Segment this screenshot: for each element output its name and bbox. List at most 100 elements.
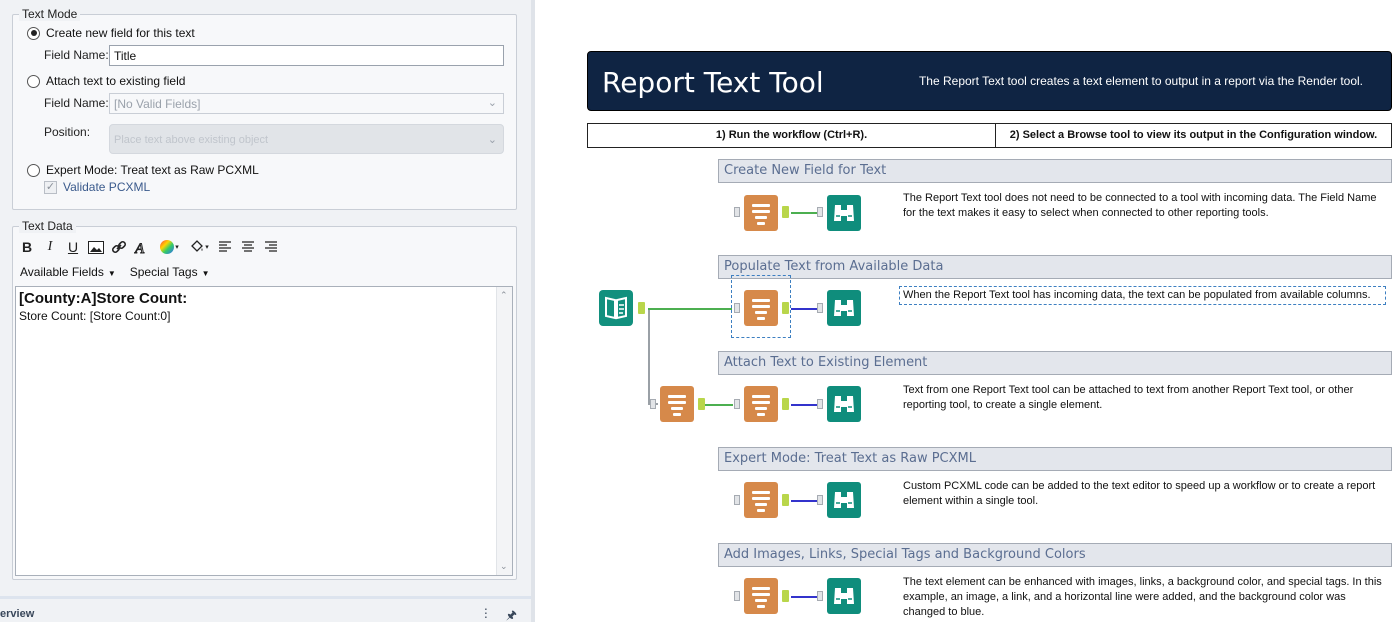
formatting-toolbar: B I U A ▾ ▾ (18, 238, 280, 256)
input-anchor[interactable] (734, 399, 740, 409)
report-text-tool[interactable] (744, 578, 778, 614)
input-anchor[interactable] (734, 591, 740, 601)
scroll-up-icon[interactable]: ⌃ (500, 290, 508, 300)
report-text-tool[interactable] (744, 195, 778, 231)
radio-create-new-label: Create new field for this text (46, 26, 195, 40)
header-title: Report Text Tool (602, 66, 824, 99)
radio-checked-icon[interactable] (27, 26, 40, 40)
color-wheel-icon[interactable]: ▾ (156, 238, 182, 256)
connection-line[interactable] (648, 308, 732, 310)
input-anchor[interactable] (817, 495, 823, 505)
section-title-create-new-field: Create New Field for Text (718, 159, 1392, 183)
attach-field-select[interactable]: [No Valid Fields] ⌄ (109, 93, 504, 114)
align-left-icon[interactable] (216, 238, 234, 256)
font-icon[interactable]: A (133, 238, 151, 256)
section-desc-attach-text: Text from one Report Text tool can be at… (903, 384, 1354, 411)
configuration-panel: Text Mode Create new field for this text… (0, 0, 531, 622)
report-text-tool[interactable] (744, 482, 778, 518)
bold-icon[interactable]: B (21, 239, 33, 255)
available-fields-menu[interactable]: Available Fields▼ (20, 265, 116, 279)
browse-tool[interactable] (827, 195, 861, 231)
header-banner: Report Text Tool The Report Text tool cr… (587, 51, 1392, 111)
editor-line-1: [County:A]Store Count: (19, 290, 188, 307)
input-anchor[interactable] (650, 399, 656, 409)
report-text-tool[interactable] (744, 290, 778, 326)
binoculars-icon (834, 300, 854, 316)
field-name-label: Field Name: (44, 48, 109, 62)
section-title-populate-text: Populate Text from Available Data (718, 255, 1392, 279)
output-anchor[interactable] (782, 302, 789, 314)
connection-line[interactable] (791, 596, 817, 598)
section-desc-create-new-field: The Report Text tool does not need to be… (903, 192, 1377, 219)
section-title-expert-mode: Expert Mode: Treat Text as Raw PCXML (718, 447, 1392, 471)
input-anchor[interactable] (817, 399, 823, 409)
connection-line[interactable] (791, 308, 817, 310)
underline-icon[interactable]: U (67, 239, 79, 255)
overview-title: erview (0, 608, 35, 620)
field-name-input[interactable]: Title (109, 45, 504, 66)
align-center-icon[interactable] (239, 238, 257, 256)
connection-line[interactable] (791, 212, 817, 214)
output-anchor[interactable] (782, 494, 789, 506)
text-mode-title: Text Mode (19, 7, 81, 21)
italic-icon[interactable]: I (47, 239, 53, 254)
input-anchor[interactable] (817, 303, 823, 313)
radio-attach-label: Attach text to existing field (46, 74, 186, 88)
section-desc-populate-text[interactable]: When the Report Text tool has incoming d… (899, 286, 1386, 305)
overview-controls: ⋮ 🖈 (480, 606, 517, 622)
section-desc-expert-mode: Custom PCXML code can be added to the te… (903, 480, 1376, 507)
fill-color-icon[interactable]: ▾ (187, 238, 211, 256)
browse-tool[interactable] (827, 482, 861, 518)
connection-line[interactable] (791, 404, 817, 406)
radio-unchecked-icon[interactable] (27, 74, 40, 88)
output-anchor[interactable] (782, 206, 789, 218)
report-text-tool[interactable] (744, 386, 778, 422)
more-options-icon[interactable]: ⋮ (479, 606, 492, 620)
special-tags-menu[interactable]: Special Tags▼ (130, 265, 210, 279)
browse-tool[interactable] (827, 578, 861, 614)
connection-line[interactable] (705, 404, 733, 406)
input-anchor[interactable] (817, 207, 823, 217)
validate-pcxml-label: Validate PCXML (63, 180, 151, 194)
section-title-add-images: Add Images, Links, Special Tags and Back… (718, 543, 1392, 567)
special-tags-label: Special Tags (129, 265, 198, 279)
radio-attach-existing[interactable]: Attach text to existing field (27, 74, 185, 88)
instruction-step-1: 1) Run the workflow (Ctrl+R). (587, 123, 996, 148)
image-icon[interactable] (87, 238, 105, 256)
browse-tool[interactable] (827, 290, 861, 326)
radio-unchecked-icon[interactable] (27, 163, 40, 177)
radio-create-new-field[interactable]: Create new field for this text (27, 26, 195, 40)
input-data-tool[interactable] (599, 290, 633, 326)
editor-scrollbar[interactable]: ⌃ ⌄ (496, 287, 512, 575)
input-anchor[interactable] (734, 495, 740, 505)
output-anchor[interactable] (782, 398, 789, 410)
position-select[interactable]: Place text above existing object ⌄ (109, 124, 504, 154)
align-right-icon[interactable] (262, 238, 280, 256)
report-text-tool[interactable] (660, 386, 694, 422)
selection-box (731, 275, 791, 338)
radio-expert-label: Expert Mode: Treat text as Raw PCXML (46, 163, 259, 177)
attach-field-name-label: Field Name: (44, 96, 109, 110)
connection-line[interactable] (648, 310, 650, 404)
output-anchor[interactable] (638, 302, 645, 314)
panel-divider[interactable] (531, 0, 535, 622)
validate-pcxml-checkbox[interactable]: ✓ Validate PCXML (44, 180, 150, 194)
input-anchor[interactable] (734, 303, 740, 313)
text-editor[interactable]: [County:A]Store Count: Store Count: [Sto… (15, 286, 513, 576)
radio-expert-mode[interactable]: Expert Mode: Treat text as Raw PCXML (27, 163, 259, 177)
connection-line[interactable] (791, 500, 817, 502)
chevron-down-icon: ⌄ (487, 97, 497, 109)
binoculars-icon (834, 492, 854, 508)
section-desc-add-images: The text element can be enhanced with im… (903, 576, 1382, 618)
scroll-down-icon[interactable]: ⌄ (500, 561, 508, 571)
check-icon[interactable]: ✓ (44, 180, 57, 194)
pin-icon[interactable]: 🖈 (505, 608, 517, 622)
browse-tool[interactable] (827, 386, 861, 422)
svg-text:A: A (134, 241, 145, 255)
input-anchor[interactable] (817, 591, 823, 601)
input-anchor[interactable] (734, 207, 740, 217)
output-anchor[interactable] (698, 398, 705, 410)
output-anchor[interactable] (782, 590, 789, 602)
link-icon[interactable] (110, 238, 128, 256)
section-title-attach-text: Attach Text to Existing Element (718, 351, 1392, 375)
